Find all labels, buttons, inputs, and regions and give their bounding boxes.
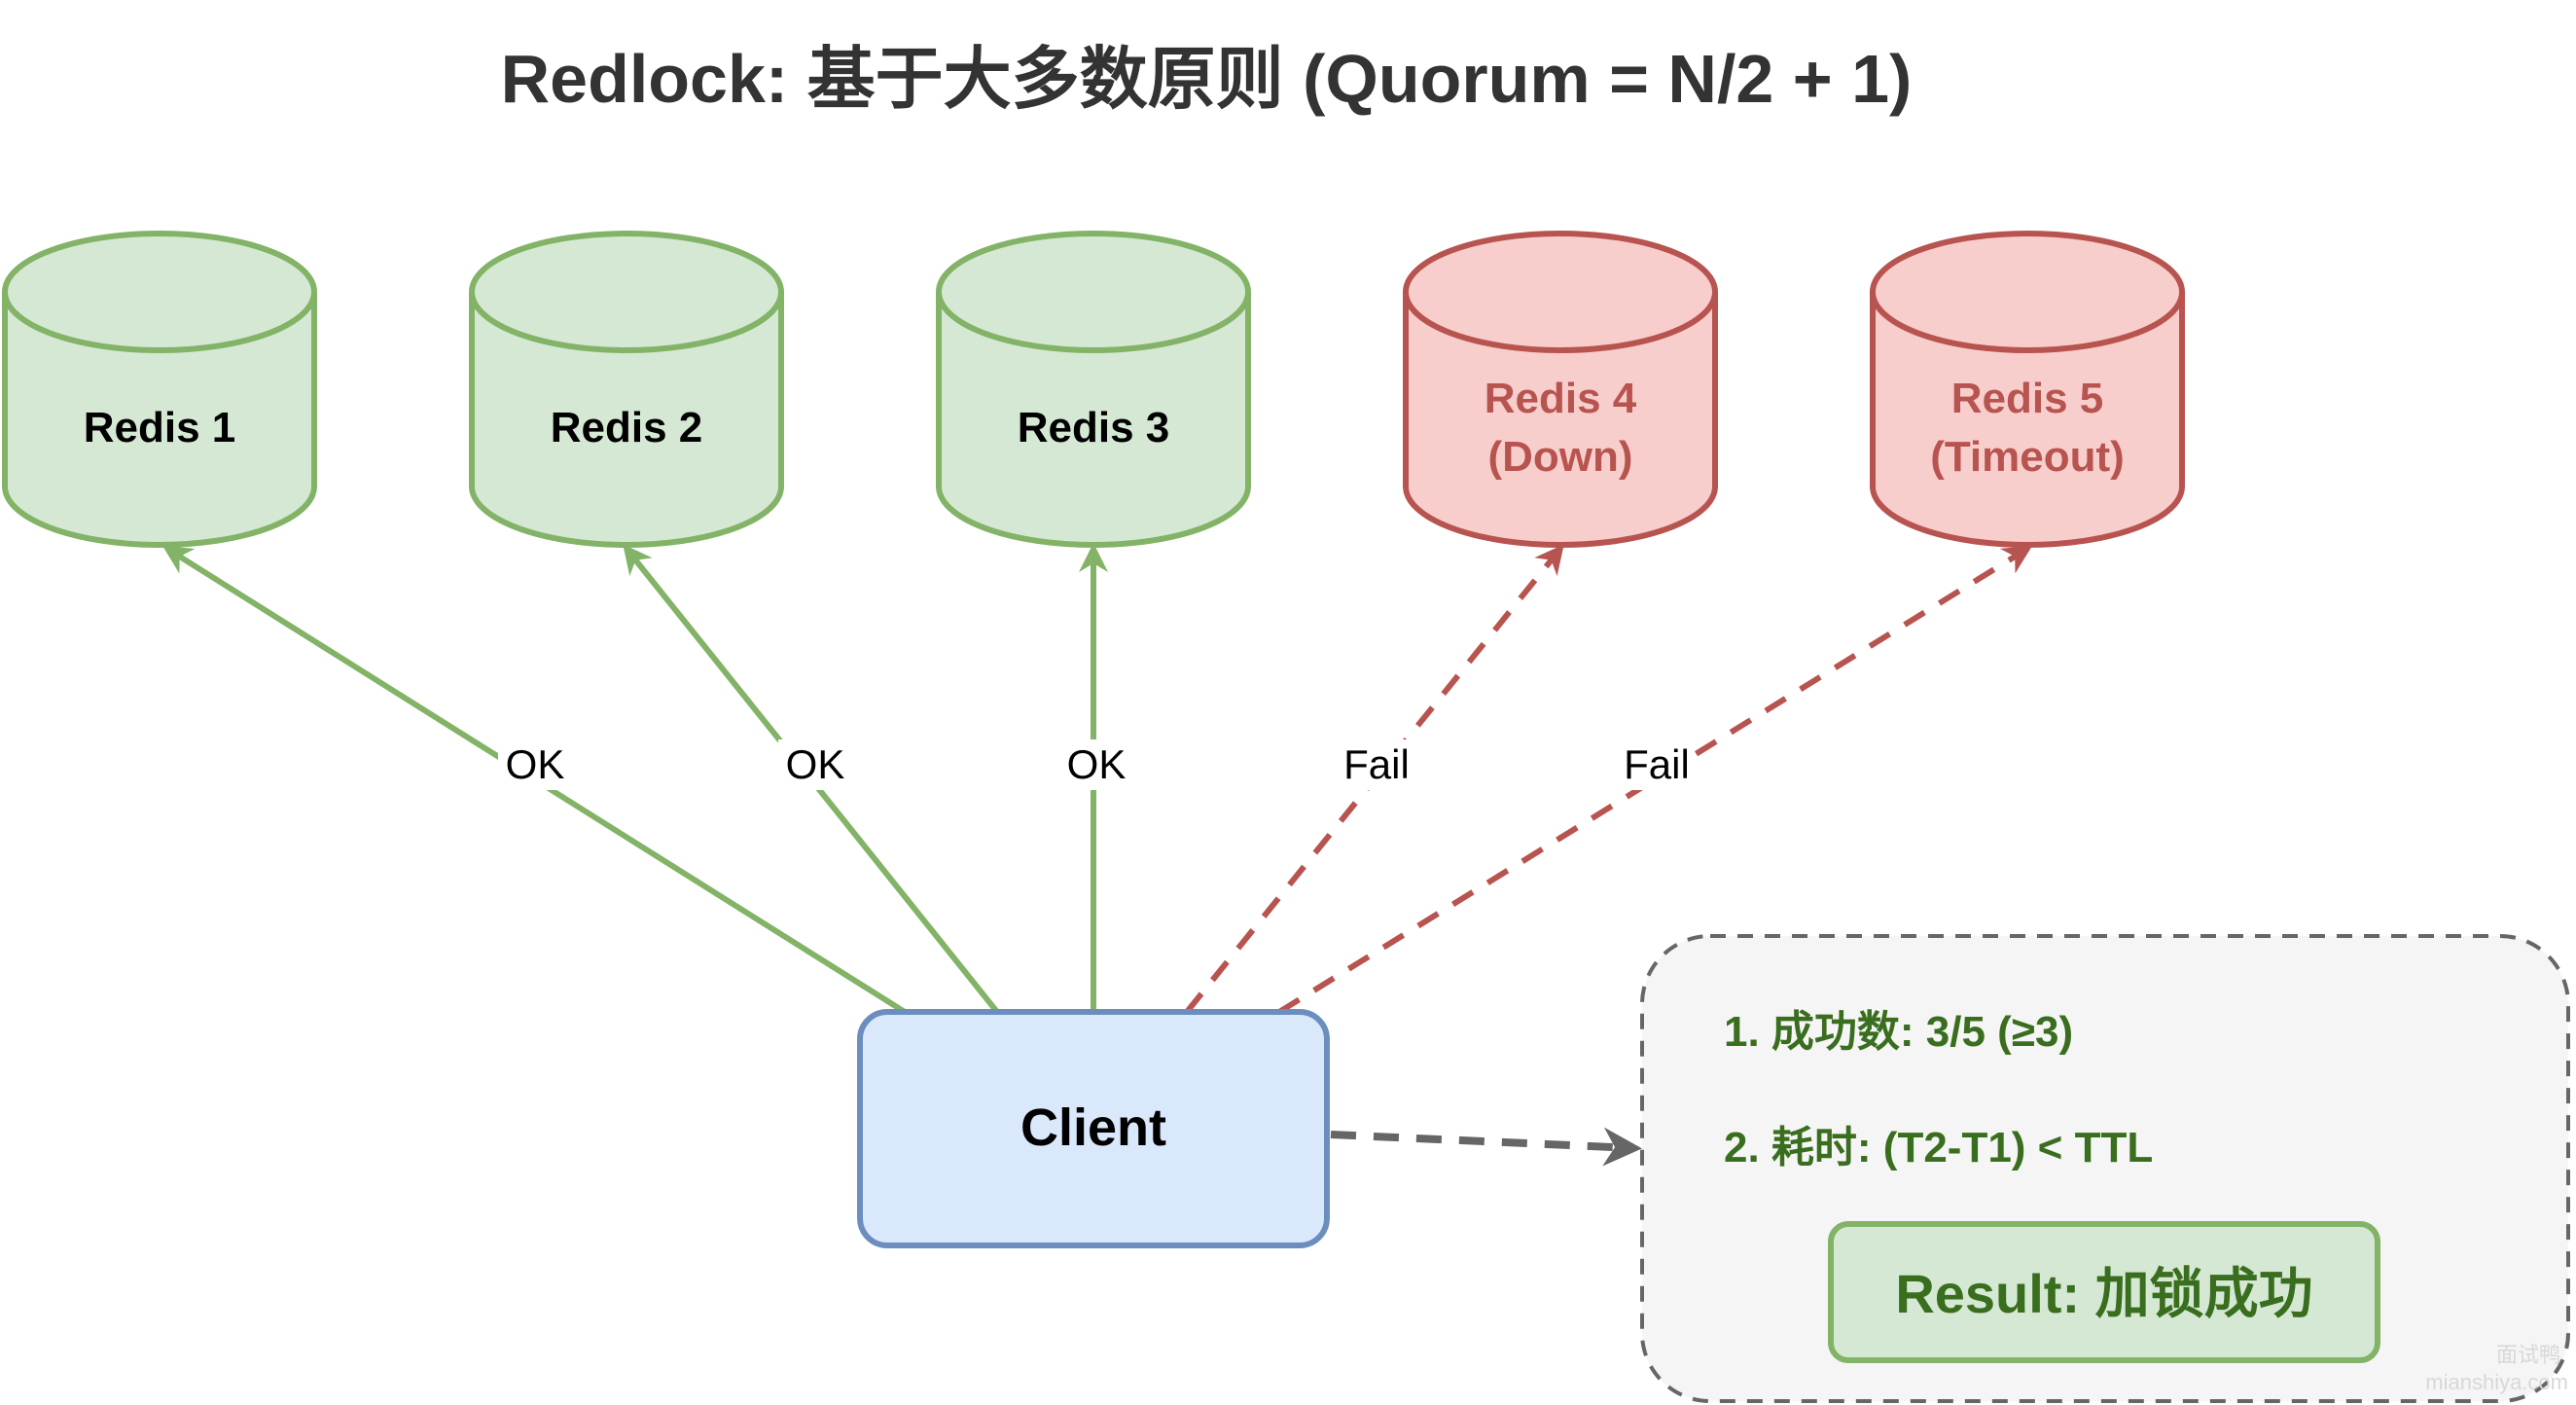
result-label: Result: 加锁成功 (1895, 1263, 2312, 1324)
watermark: 面试鸭 mianshiya.com (2425, 1343, 2568, 1394)
edge-label-background-redis-2 (778, 739, 852, 790)
edges-group: OK OK OK Fail Fail (161, 543, 2033, 1015)
redis-3-label-1: Redis 3 (1018, 404, 1170, 451)
redis-4-top (1403, 231, 1718, 353)
redis-2-label-1: Redis 2 (551, 404, 703, 451)
redis-2-cylinder: Redis 2 (469, 231, 784, 548)
edge-label-redis-5: Fail (1624, 741, 1690, 787)
redis-1-cylinder: Redis 1 (2, 231, 317, 548)
edge-label-background-redis-5 (1620, 739, 1694, 790)
redis-4-label-1: Redis 4 (1485, 375, 1637, 422)
summary-line-success-count: 1. 成功数: 3/5 (≥3) (1724, 1008, 2073, 1056)
edge-label-redis-3: OK (1067, 741, 1127, 787)
edge-label-background-redis-3 (1059, 739, 1133, 790)
client-node: Client (857, 1009, 1330, 1248)
redis-3-cylinder: Redis 3 (936, 231, 1251, 548)
redis-5-body (1870, 292, 2185, 548)
redis-3-top (936, 231, 1251, 353)
summary-line-elapsed-time: 2. 耗时: (T2-T1) < TTL (1724, 1124, 2153, 1171)
client-label: Client (1020, 1099, 1166, 1157)
redis-3-body (936, 292, 1251, 548)
edge-label-background-redis-1 (498, 739, 572, 790)
redis-4-label-2: (Down) (1487, 433, 1632, 481)
redis-4-cylinder: Redis 4 (Down) (1403, 231, 1718, 548)
summary-panel: 1. 成功数: 3/5 (≥3) 2. 耗时: (T2-T1) < TTL Re… (1640, 934, 2570, 1403)
redis-1-label-1: Redis 1 (84, 404, 236, 451)
result-box (1828, 1221, 2380, 1363)
redis-1-body (2, 292, 317, 548)
client-to-summary-arrow (1330, 1127, 1642, 1167)
redis-1-top (2, 231, 317, 353)
redis-5-cylinder: Redis 5 (Timeout) (1870, 231, 2185, 548)
diagram-title: Redlock: 基于大多数原则 (Quorum = N/2 + 1) (501, 41, 1913, 117)
client-box (857, 1009, 1330, 1248)
edge-label-redis-2: OK (786, 741, 845, 787)
redis-2-body (469, 292, 784, 548)
edge-label-redis-4: Fail (1343, 741, 1410, 787)
edge-label-background-redis-4 (1340, 739, 1413, 790)
watermark-line-2: mianshiya.com (2425, 1370, 2568, 1394)
edge-label-redis-1: OK (506, 741, 565, 787)
redis-2-top (469, 231, 784, 353)
redis-5-top (1870, 231, 2185, 353)
redis-4-body (1403, 292, 1718, 548)
redis-5-label-2: (Timeout) (1930, 433, 2125, 481)
watermark-line-1: 面试鸭 (2496, 1343, 2560, 1367)
redis-5-label-1: Redis 5 (1951, 375, 2104, 422)
